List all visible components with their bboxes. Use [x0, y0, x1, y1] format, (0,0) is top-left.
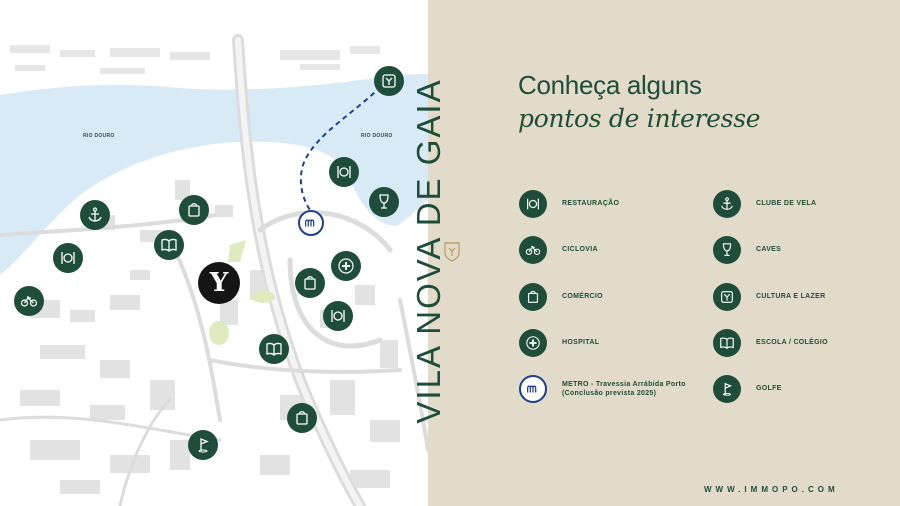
- shopping-bag-icon: [304, 276, 316, 290]
- shopping-bag-icon: [296, 411, 308, 425]
- map-pin-restaurant[interactable]: [323, 301, 353, 331]
- plate-cutlery-icon: [331, 310, 345, 322]
- legend-item-caves: CAVES: [713, 236, 781, 264]
- map-pin-sailing[interactable]: [80, 200, 110, 230]
- brand-badge-icon: [442, 241, 462, 263]
- map-pin-golf[interactable]: [188, 430, 218, 460]
- map-pin-restaurant[interactable]: [329, 157, 359, 187]
- legend-label: CAVES: [756, 246, 782, 254]
- map-pin-school[interactable]: [154, 230, 184, 260]
- wine-glass-icon: [722, 243, 732, 256]
- wine-glass-icon: [379, 194, 389, 209]
- map-pin-metro[interactable]: [298, 210, 324, 236]
- museum-icon: [382, 74, 396, 88]
- anchor-icon: [88, 207, 102, 222]
- river-label: RIO DOURO: [83, 133, 115, 139]
- legend-label: HOSPITAL: [562, 339, 600, 347]
- logo-letter: Y: [209, 268, 229, 298]
- legend-label-line1: METRO - Travessia Arrábida Porto: [562, 380, 686, 388]
- map-pin-restaurant[interactable]: [53, 243, 83, 273]
- legend-item-restaurant: RESTAURAÇÃO: [519, 190, 619, 218]
- legend-item-golf: GOLFE: [713, 375, 782, 403]
- info-panel: [428, 0, 900, 506]
- legend-label: CULTURA E LAZER: [756, 293, 826, 301]
- bicycle-icon: [20, 296, 38, 307]
- museum-icon: [721, 291, 733, 303]
- legend-item-sailing: CLUBE DE VELA: [713, 190, 816, 218]
- legend-item-bike: CICLOVIA: [519, 236, 598, 264]
- map-pin-school[interactable]: [259, 334, 289, 364]
- map-pin-bike[interactable]: [14, 286, 44, 316]
- book-icon: [720, 337, 734, 350]
- legend-item-hospital: HOSPITAL: [519, 329, 599, 357]
- map-pin-shopping[interactable]: [287, 403, 317, 433]
- legend-item-metro: METRO - Travessia Arrábida Porto (Conclus…: [519, 375, 686, 403]
- legend-label: ESCOLA / COLÉGIO: [756, 339, 828, 347]
- legend-label: METRO - Travessia Arrábida Porto (Conclus…: [562, 380, 686, 399]
- medical-cross-icon: [338, 258, 354, 274]
- plate-cutlery-icon: [337, 166, 351, 178]
- legend-item-shopping: COMÉRCIO: [519, 283, 603, 311]
- map-pin-shopping[interactable]: [179, 195, 209, 225]
- legend-item-school: ESCOLA / COLÉGIO: [713, 329, 828, 357]
- map-pin-culture[interactable]: [374, 66, 404, 96]
- book-icon: [266, 342, 282, 356]
- development-logo[interactable]: Y: [198, 262, 240, 304]
- area-map: RIO DOURO RIO DOURO Y: [0, 0, 428, 506]
- anchor-icon: [721, 197, 733, 210]
- website-link[interactable]: WWW.IMMOPO.COM: [704, 485, 839, 494]
- heading-line-1: Conheça alguns: [518, 70, 702, 100]
- bicycle-icon: [525, 245, 541, 255]
- map-pin-shopping[interactable]: [295, 268, 325, 298]
- shopping-bag-icon: [188, 203, 200, 217]
- map-pin-hospital[interactable]: [331, 251, 361, 281]
- heading-line-2: pontos de interesse: [518, 104, 761, 133]
- legend-item-culture: CULTURA E LAZER: [713, 283, 825, 311]
- legend-label: RESTAURAÇÃO: [562, 200, 620, 208]
- plate-cutlery-icon: [527, 198, 539, 210]
- map-base: [0, 34, 428, 506]
- legend-label: CICLOVIA: [562, 246, 598, 254]
- river-label: RIO DOURO: [361, 133, 393, 139]
- medical-cross-icon: [526, 336, 540, 350]
- legend-label-line2: (Conclusão prevista 2025): [562, 390, 657, 397]
- metro-icon: [305, 219, 315, 227]
- metro-icon: [527, 385, 537, 393]
- shopping-bag-icon: [527, 290, 539, 303]
- book-icon: [161, 238, 177, 252]
- golf-flag-icon: [723, 382, 733, 396]
- plate-cutlery-icon: [61, 252, 75, 264]
- legend-label: GOLFE: [756, 385, 782, 393]
- legend-label: COMÉRCIO: [562, 293, 603, 301]
- legend-label: CLUBE DE VELA: [756, 200, 817, 208]
- map-pin-caves[interactable]: [369, 187, 399, 217]
- golf-flag-icon: [198, 438, 209, 453]
